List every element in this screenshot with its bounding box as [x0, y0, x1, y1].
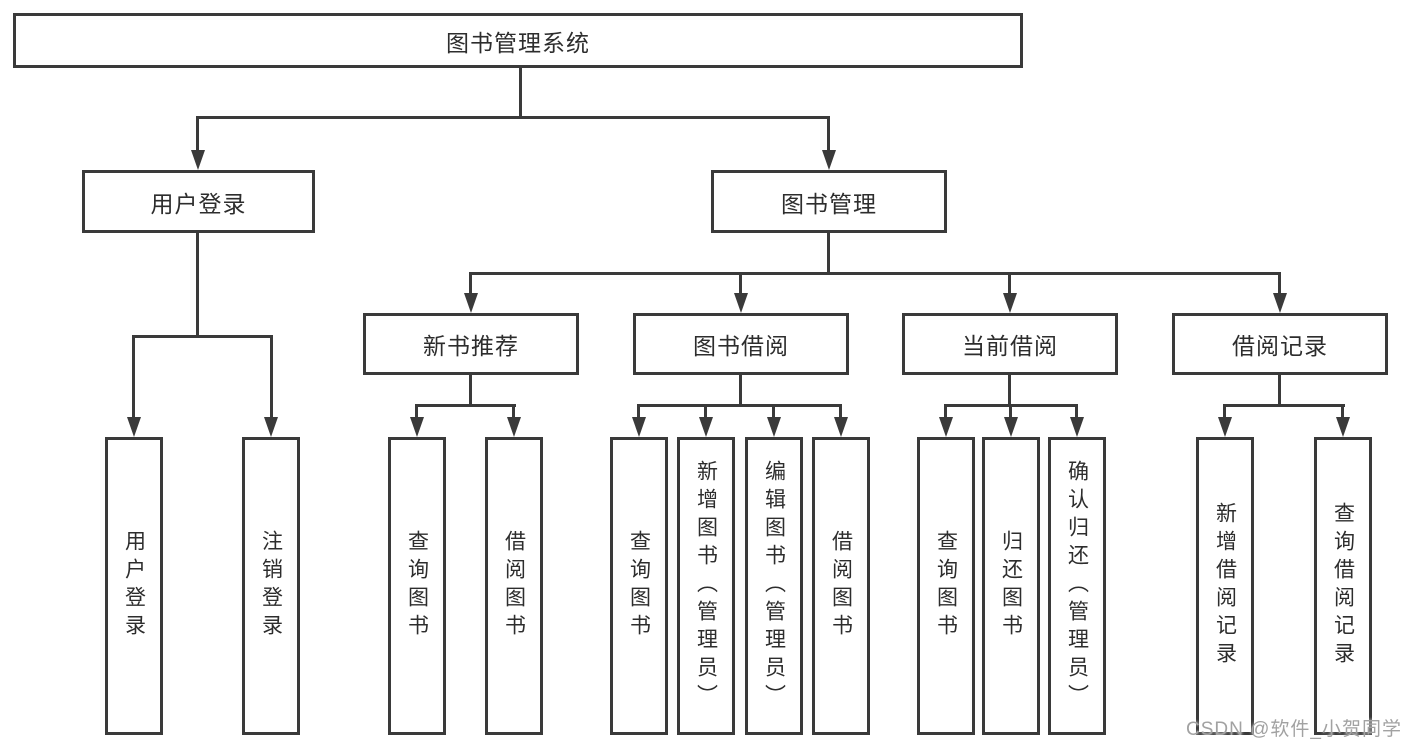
leaf-edit-book-admin: 编辑图书（管理员）: [745, 437, 803, 735]
arrowhead-leaf-user-login: [127, 417, 141, 437]
node-root-system: 图书管理系统: [13, 13, 1023, 68]
edge-leaf-stub: [704, 404, 707, 419]
leaf-label: 查询图书: [934, 530, 958, 642]
edge-to-book-mgmt: [827, 116, 830, 152]
node-borrow-records: 借阅记录: [1172, 313, 1388, 375]
leaf-query-borrow-record: 查询借阅记录: [1314, 437, 1372, 735]
edge-leaf-stub: [944, 404, 947, 419]
arrowhead-leaf: [834, 417, 848, 437]
edge-user-login-stem: [196, 233, 199, 336]
edge-new-book-rec-rail: [415, 404, 516, 407]
leaf-return-book: 归还图书: [982, 437, 1040, 735]
node-book-borrow: 图书借阅: [633, 313, 849, 375]
leaf-label: 查询图书: [405, 530, 429, 642]
edge-to-book-borrow: [739, 272, 742, 295]
csdn-watermark: CSDN @软件_小贺同学: [1186, 719, 1402, 740]
edge-book-mgmt-stem: [827, 233, 830, 274]
arrowhead-leaf-logout: [264, 417, 278, 437]
edge-leaf-stub: [1223, 404, 1226, 419]
arrowhead-leaf: [939, 417, 953, 437]
edge-to-leaf-user-login: [132, 335, 135, 419]
arrowhead-leaf: [699, 417, 713, 437]
edge-user-login-rail: [132, 335, 273, 338]
edge-to-leaf-logout: [270, 335, 273, 419]
arrowhead-leaf: [632, 417, 646, 437]
edge-leaf-stub: [839, 404, 842, 419]
edge-book-borrow-rail: [637, 404, 842, 407]
node-current-borrow: 当前借阅: [902, 313, 1118, 375]
leaf-label: 新增借阅记录: [1213, 502, 1237, 670]
arrowhead-leaf: [1218, 417, 1232, 437]
leaf-query-book-recommend: 查询图书: [388, 437, 446, 735]
edge-new-book-rec-stem: [469, 375, 472, 406]
arrowhead-borrow-records: [1273, 293, 1287, 313]
arrowhead-book-mgmt: [822, 150, 836, 170]
node-new-book-recommend: 新书推荐: [363, 313, 579, 375]
edge-borrow-records-rail: [1223, 404, 1345, 407]
edge-to-borrow-records: [1278, 272, 1281, 295]
arrowhead-leaf: [1004, 417, 1018, 437]
node-user-login: 用户登录: [82, 170, 315, 233]
leaf-label: 注销登录: [259, 530, 283, 642]
leaf-add-book-admin: 新增图书（管理员）: [677, 437, 735, 735]
edge-root-stem: [519, 65, 522, 118]
leaf-add-borrow-record: 新增借阅记录: [1196, 437, 1254, 735]
edge-to-current-borrow: [1008, 272, 1011, 295]
edge-leaf-stub: [1341, 404, 1344, 419]
edge-book-mgmt-rail: [469, 272, 1281, 275]
edge-leaf-stub: [512, 404, 515, 419]
edge-leaf-stub: [415, 404, 418, 419]
edge-leaf-stub: [772, 404, 775, 419]
edge-to-user-login: [196, 116, 199, 152]
leaf-query-book-current: 查询图书: [917, 437, 975, 735]
edge-leaf-stub: [1009, 404, 1012, 419]
arrowhead-leaf: [1336, 417, 1350, 437]
arrowhead-current-borrow: [1003, 293, 1017, 313]
leaf-label: 查询图书: [627, 530, 651, 642]
leaf-user-login: 用户登录: [105, 437, 163, 735]
edge-to-new-book-rec: [469, 272, 472, 295]
edge-book-borrow-stem: [739, 375, 742, 406]
node-book-management: 图书管理: [711, 170, 947, 233]
arrowhead-new-book-rec: [464, 293, 478, 313]
leaf-label: 借阅图书: [829, 530, 853, 642]
leaf-logout: 注销登录: [242, 437, 300, 735]
arrowhead-leaf: [767, 417, 781, 437]
leaf-borrow-book: 借阅图书: [812, 437, 870, 735]
arrowhead-user-login: [191, 150, 205, 170]
leaf-confirm-return-admin: 确认归还（管理员）: [1048, 437, 1106, 735]
edge-root-rail: [196, 116, 830, 119]
arrowhead-leaf: [410, 417, 424, 437]
edge-borrow-records-stem: [1278, 375, 1281, 406]
edge-leaf-stub: [1075, 404, 1078, 419]
edge-current-borrow-stem: [1008, 375, 1011, 406]
leaf-label: 编辑图书（管理员）: [762, 460, 786, 712]
arrowhead-leaf: [1070, 417, 1084, 437]
leaf-label: 归还图书: [999, 530, 1023, 642]
leaf-label: 借阅图书: [502, 530, 526, 642]
leaf-label: 用户登录: [122, 530, 146, 642]
leaf-query-book-borrow: 查询图书: [610, 437, 668, 735]
leaf-label: 确认归还（管理员）: [1065, 460, 1089, 712]
edge-leaf-stub: [637, 404, 640, 419]
leaf-label: 查询借阅记录: [1331, 502, 1355, 670]
leaf-borrow-book-recommend: 借阅图书: [485, 437, 543, 735]
arrowhead-leaf: [507, 417, 521, 437]
arrowhead-book-borrow: [734, 293, 748, 313]
leaf-label: 新增图书（管理员）: [694, 460, 718, 712]
